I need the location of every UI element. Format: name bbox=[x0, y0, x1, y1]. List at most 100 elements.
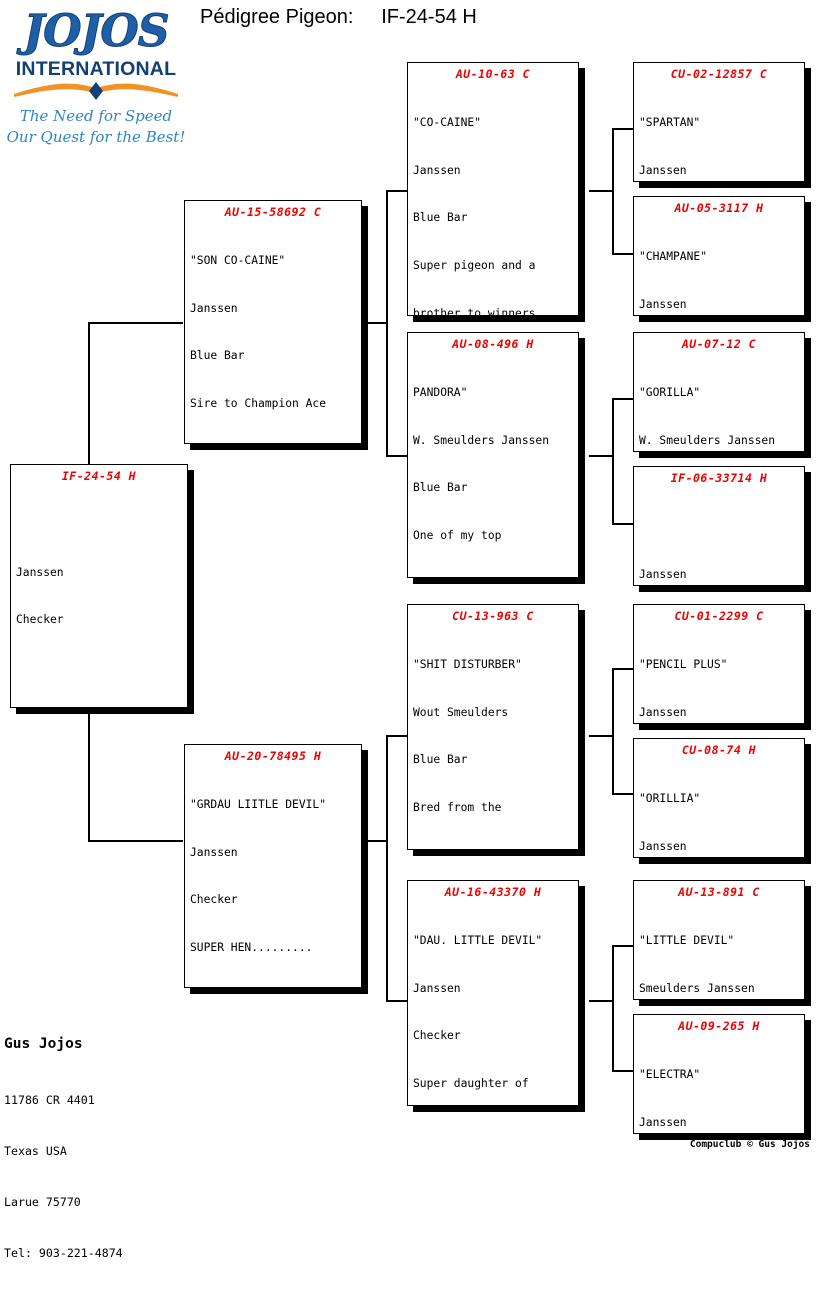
detail-line: Blue Bar bbox=[190, 348, 361, 364]
ring-number-sire-sire: AU-10-63 C bbox=[408, 67, 578, 81]
detail-line: One of my top bbox=[413, 528, 578, 544]
logo-wordmark: JOJOS bbox=[6, 8, 186, 56]
detail-line: PANDORA" bbox=[413, 385, 578, 401]
detail-line: Checker bbox=[413, 1028, 578, 1044]
pedigree-box-sire-sire[interactable]: AU-10-63 C "CO-CAINE" Janssen Blue Bar S… bbox=[407, 62, 579, 316]
connector-dd-to-sire bbox=[612, 945, 634, 947]
details-sire-sire-dam: "CHAMPANE" Janssen Blue Bar wtf She race… bbox=[634, 217, 804, 316]
ring-number-dam-sire-sire: CU-01-2299 C bbox=[634, 609, 804, 623]
detail-line: Janssen bbox=[639, 163, 804, 179]
connector-ds-to-sire bbox=[612, 668, 634, 670]
address-line: Larue 75770 bbox=[4, 1194, 123, 1211]
detail-line: Janssen bbox=[413, 163, 578, 179]
address-line: 11786 CR 4401 bbox=[4, 1092, 123, 1109]
detail-line: Janssen bbox=[639, 567, 804, 583]
copyright-credit: Compuclub © Gus Jojos bbox=[690, 1139, 810, 1150]
ring-number-sire-sire-sire: CU-02-12857 C bbox=[634, 67, 804, 81]
ring-number-dam-dam-dam: AU-09-265 H bbox=[634, 1019, 804, 1033]
detail-line: breeding hens. Dam bbox=[413, 576, 578, 578]
owner-address: 11786 CR 4401 Texas USA Larue 75770 Tel:… bbox=[4, 1058, 123, 1296]
connector-ds-trunk bbox=[612, 668, 614, 793]
page-title: Pédigree Pigeon: IF-24-54 H bbox=[200, 6, 620, 29]
owner-name: Gus Jojos bbox=[4, 1036, 83, 1052]
logo-subtitle: INTERNATIONAL bbox=[6, 58, 186, 81]
detail-line: "GORILLA" bbox=[639, 385, 804, 401]
logo-tagline: The Need for Speed Our Quest for the Bes… bbox=[6, 106, 186, 148]
pedigree-box-sire-sire-sire[interactable]: CU-02-12857 C "SPARTAN" Janssen Blue Bar… bbox=[633, 62, 805, 182]
detail-line: Super daughter of bbox=[413, 1076, 578, 1092]
detail-line: "SPARTAN" bbox=[639, 115, 804, 131]
pedigree-box-sire-dam-sire[interactable]: AU-07-12 C "GORILLA" W. Smeulders Jansse… bbox=[633, 332, 805, 452]
details-sire-dam-sire: "GORILLA" W. Smeulders Janssen Blue Bar … bbox=[634, 353, 804, 452]
ring-number-dam-dam: AU-16-43370 H bbox=[408, 885, 578, 899]
ring-number-sire-sire-dam: AU-05-3117 H bbox=[634, 201, 804, 215]
detail-line: "PENCIL PLUS" bbox=[639, 657, 804, 673]
logo-tagline-line-1: The Need for Speed bbox=[6, 106, 186, 127]
ring-number-sire-dam-sire: AU-07-12 C bbox=[634, 337, 804, 351]
ring-number-sire-dam: AU-08-496 H bbox=[408, 337, 578, 351]
detail-line: Janssen bbox=[16, 565, 187, 581]
connector-dam-to-dd bbox=[386, 1000, 408, 1002]
pedigree-box-subject[interactable]: IF-24-54 H Janssen Checker bbox=[10, 464, 188, 708]
pedigree-box-dam-dam-sire[interactable]: AU-13-891 C "LITTLE DEVIL" Smeulders Jan… bbox=[633, 880, 805, 1000]
connector-subject-to-dam bbox=[88, 840, 183, 842]
details-dam-sire: "SHIT DISTURBER" Wout Smeulders Blue Bar… bbox=[408, 625, 578, 850]
detail-line: brother to winners bbox=[413, 306, 578, 316]
pedigree-box-sire[interactable]: AU-15-58692 C "SON CO-CAINE" Janssen Blu… bbox=[184, 200, 362, 444]
detail-line: Janssen bbox=[639, 1115, 804, 1131]
detail-line: Checker bbox=[16, 612, 187, 628]
ring-number-dam-sire-dam: CU-08-74 H bbox=[634, 743, 804, 757]
detail-line: "CHAMPANE" bbox=[639, 249, 804, 265]
details-dam-sire-dam: "ORILLIA" Janssen Blue Bar She has the v… bbox=[634, 759, 804, 858]
connector-sd-to-dam bbox=[612, 523, 634, 525]
details-sire-sire-sire: "SPARTAN" Janssen Blue Bar Sire and gr.s… bbox=[634, 83, 804, 182]
detail-line: "DAU. LITTLE DEVIL" bbox=[413, 933, 578, 949]
detail-line: SUPER HEN......... bbox=[190, 940, 361, 956]
ring-number-sire: AU-15-58692 C bbox=[185, 205, 361, 219]
details-sire-sire: "CO-CAINE" Janssen Blue Bar Super pigeon… bbox=[408, 83, 578, 316]
detail-line: Checker bbox=[190, 892, 361, 908]
detail-line: "ORILLIA" bbox=[639, 791, 804, 807]
pedigree-box-sire-dam[interactable]: AU-08-496 H PANDORA" W. Smeulders Jansse… bbox=[407, 332, 579, 578]
pedigree-box-sire-sire-dam[interactable]: AU-05-3117 H "CHAMPANE" Janssen Blue Bar… bbox=[633, 196, 805, 316]
detail-line: Wout Smeulders bbox=[413, 705, 578, 721]
details-dam-dam-sire: "LITTLE DEVIL" Smeulders Janssen Lt. Che… bbox=[634, 901, 804, 1000]
ring-number-dam-sire: CU-13-963 C bbox=[408, 609, 578, 623]
pedigree-box-sire-dam-dam[interactable]: IF-06-33714 H Janssen Blue Bar Full sist… bbox=[633, 466, 805, 586]
pedigree-box-dam[interactable]: AU-20-78495 H "GRDAU LIITLE DEVIL" Janss… bbox=[184, 744, 362, 988]
connector-sire-to-sd bbox=[386, 455, 408, 457]
connector-ss-to-sire bbox=[612, 128, 634, 130]
detail-line: Janssen bbox=[639, 839, 804, 855]
detail-line: Janssen bbox=[413, 981, 578, 997]
pedigree-box-dam-sire-dam[interactable]: CU-08-74 H "ORILLIA" Janssen Blue Bar Sh… bbox=[633, 738, 805, 858]
connector-subject-to-sire bbox=[88, 322, 183, 324]
address-line: Texas USA bbox=[4, 1143, 123, 1160]
connector-ss-stub bbox=[589, 190, 614, 192]
pedigree-box-dam-dam-dam[interactable]: AU-09-265 H "ELECTRA" Janssen Blue Bar S… bbox=[633, 1014, 805, 1134]
connector-dd-stub bbox=[589, 1000, 614, 1002]
connector-sire-to-ss bbox=[386, 190, 408, 192]
detail-line: "SON CO-CAINE" bbox=[190, 253, 361, 269]
detail-line: Super pigeon and a bbox=[413, 258, 578, 274]
detail-line bbox=[639, 519, 804, 535]
details-dam-dam-dam: "ELECTRA" Janssen Blue Bar Super hen dir… bbox=[634, 1035, 804, 1134]
detail-line bbox=[16, 517, 187, 533]
detail-line: Janssen bbox=[190, 845, 361, 861]
pedigree-box-dam-sire[interactable]: CU-13-963 C "SHIT DISTURBER" Wout Smeuld… bbox=[407, 604, 579, 850]
detail-line: "SHIT DISTURBER" bbox=[413, 657, 578, 673]
connector-dd-trunk bbox=[612, 945, 614, 1070]
logo-tagline-line-2: Our Quest for the Best! bbox=[6, 127, 186, 148]
pedigree-box-dam-sire-sire[interactable]: CU-01-2299 C "PENCIL PLUS" Janssen PENCI… bbox=[633, 604, 805, 724]
detail-line: "CO-CAINE" bbox=[413, 115, 578, 131]
pedigree-box-dam-dam[interactable]: AU-16-43370 H "DAU. LITTLE DEVIL" Jansse… bbox=[407, 880, 579, 1106]
detail-line: W. Smeulders Janssen bbox=[413, 433, 578, 449]
details-sire-dam: PANDORA" W. Smeulders Janssen Blue Bar O… bbox=[408, 353, 578, 578]
detail-line: Blue Bar bbox=[413, 210, 578, 226]
ring-number-subject: IF-24-54 H bbox=[11, 469, 187, 483]
connector-ss-to-dam bbox=[612, 253, 634, 255]
detail-line: "ELECTRA" bbox=[639, 1067, 804, 1083]
details-dam-dam: "DAU. LITTLE DEVIL" Janssen Checker Supe… bbox=[408, 901, 578, 1106]
detail-line: W. Smeulders Janssen bbox=[639, 433, 804, 449]
detail-line: Janssen bbox=[639, 297, 804, 313]
address-line: Tel: 903-221-4874 bbox=[4, 1245, 123, 1262]
